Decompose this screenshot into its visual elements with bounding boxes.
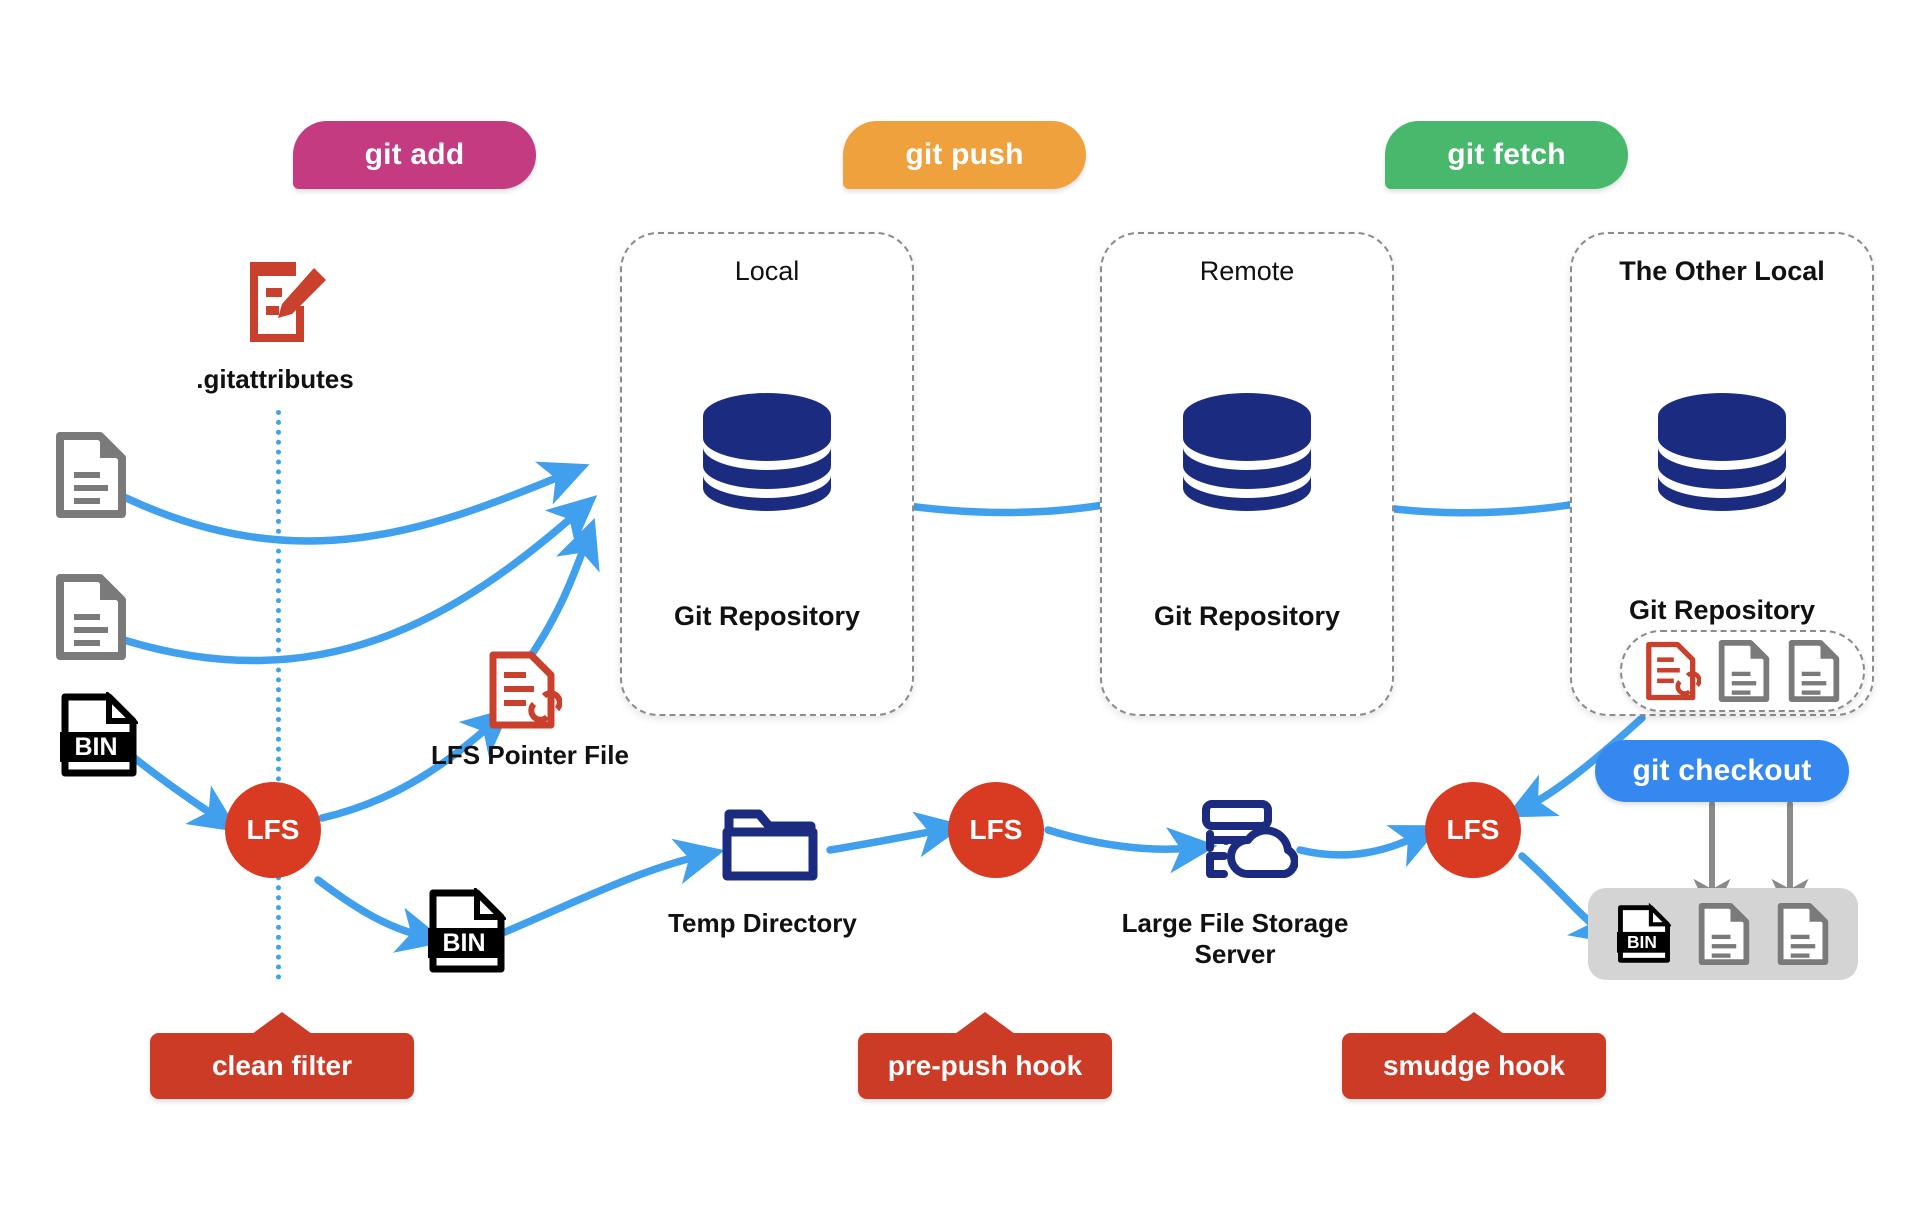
temp-directory-label: Temp Directory [668, 908, 857, 938]
command-pill-label: git fetch [1447, 138, 1566, 171]
lfs-label: LFS [1446, 814, 1500, 845]
svg-text:BIN: BIN [1627, 932, 1657, 952]
hook-label: clean filter [211, 1050, 353, 1081]
repo-box-remote: Remote Git Repository [1100, 232, 1394, 716]
lfs-node-clean: LFS [225, 782, 321, 878]
repo-title: Remote [1199, 256, 1295, 286]
command-pill-git-fetch[interactable]: git fetch [1385, 121, 1628, 189]
source-text-file-2 [56, 574, 126, 660]
hook-banner-smudge: smudge hook [1342, 1033, 1606, 1099]
workflow-divider [276, 410, 281, 980]
lfs-server-label: Large File Storage Server [1105, 908, 1365, 969]
command-pill-label: git checkout [1632, 754, 1812, 787]
lfs-label: LFS [969, 814, 1023, 845]
text-document-icon [1698, 903, 1750, 965]
text-document-icon [1788, 640, 1840, 702]
database-icon [1654, 390, 1790, 519]
svg-text:BIN: BIN [442, 929, 485, 957]
database-icon [1179, 390, 1315, 519]
hook-label: smudge hook [1382, 1050, 1565, 1081]
binary-document-icon: BIN [1617, 903, 1672, 963]
repo-subtitle: Git Repository [1153, 601, 1341, 631]
command-pill-git-push[interactable]: git push [843, 121, 1086, 189]
lfs-server-label-line2: Server [1194, 938, 1276, 969]
working-directory-tray: BIN [1588, 888, 1858, 980]
lfs-node-prepush: LFS [948, 782, 1044, 878]
command-pill-label: git push [905, 138, 1024, 171]
svg-text:BIN: BIN [74, 733, 117, 761]
hook-label: pre-push hook [887, 1050, 1083, 1081]
source-binary-file: BIN [60, 692, 138, 778]
hook-banner-pre-push: pre-push hook [858, 1033, 1112, 1099]
text-document-icon [1777, 903, 1828, 965]
repo-title: Local [734, 256, 800, 286]
repo-subtitle: Git Repository [1628, 595, 1816, 625]
text-document-icon [1719, 640, 1770, 702]
lfs-node-smudge: LFS [1425, 782, 1521, 878]
gitattributes-pencil-icon [244, 256, 330, 353]
other-local-file-tray [1620, 630, 1865, 712]
lfs-pointer-file-icon [488, 650, 563, 735]
repo-title: The Other Local [1619, 256, 1825, 286]
folder-icon [722, 800, 818, 889]
lfs-server-label-line1: Large File Storage [1121, 908, 1349, 938]
source-text-file-1 [56, 432, 126, 518]
repo-subtitle: Git Repository [673, 601, 861, 631]
temp-binary-file: BIN [428, 888, 506, 974]
lfs-pointer-document-icon [1645, 641, 1701, 701]
repo-box-local: Local Git Repository [620, 232, 914, 716]
command-pill-git-add[interactable]: git add [293, 121, 536, 189]
gitattributes-label: .gitattributes [196, 364, 354, 394]
lfs-label: LFS [246, 814, 300, 845]
database-icon [699, 390, 835, 519]
lfs-pointer-file-label: LFS Pointer File [431, 740, 629, 770]
server-cloud-icon [1196, 798, 1299, 893]
hook-banner-clean-filter: clean filter [150, 1033, 414, 1099]
command-pill-label: git add [364, 138, 465, 171]
command-pill-git-checkout[interactable]: git checkout [1595, 740, 1849, 802]
